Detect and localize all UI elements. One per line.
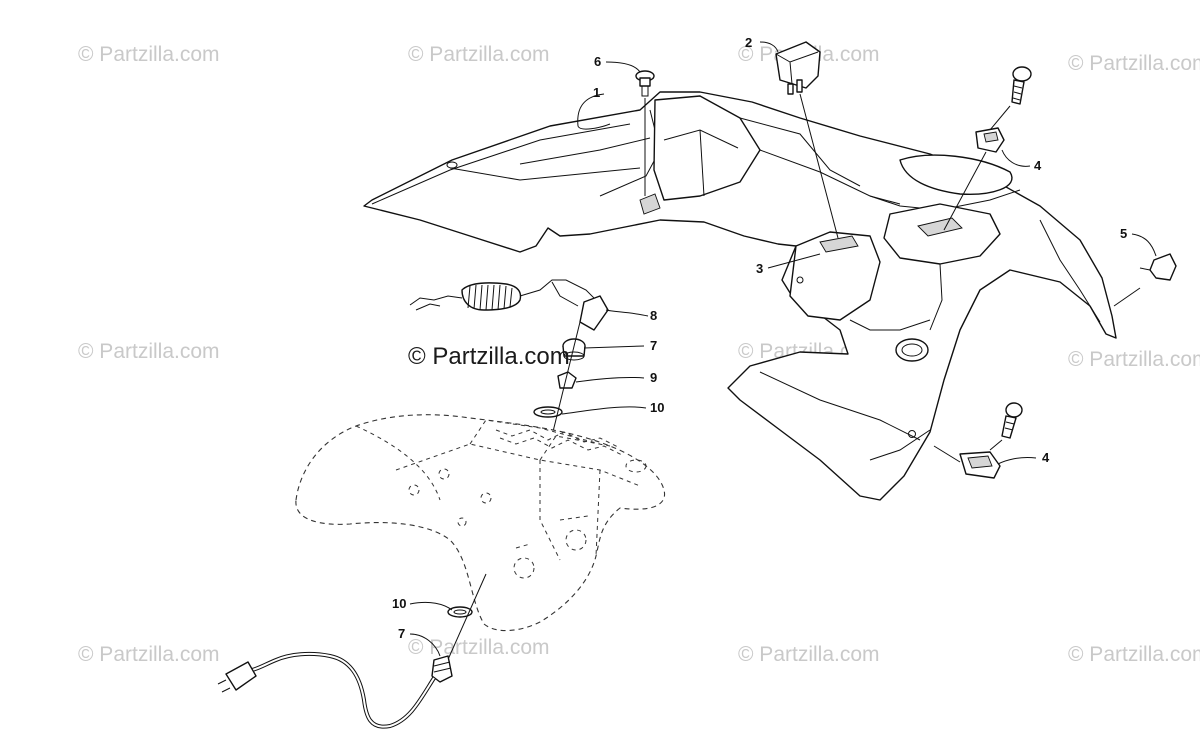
leader-10-upper <box>561 406 647 415</box>
leader-4-lower <box>997 457 1037 465</box>
wire-harness-part <box>217 651 436 729</box>
callout-1: 1 <box>593 85 600 100</box>
callout-7-upper: 7 <box>650 338 657 353</box>
watermark-5: © Partzilla.com <box>78 340 220 363</box>
watermark-9: © Partzilla.com <box>408 636 550 659</box>
callout-6: 6 <box>594 54 601 69</box>
clip-4-upper-part <box>943 127 1005 231</box>
clip-4-lower-part <box>933 445 1001 479</box>
callout-5: 5 <box>1120 226 1127 241</box>
watermark-10: © Partzilla.com <box>738 643 880 666</box>
watermark-main: © Partzilla.com <box>408 343 570 370</box>
washer-10-lower-part <box>447 606 473 618</box>
leader-lower-axis <box>445 573 487 665</box>
leader-7-lower <box>409 633 441 657</box>
callout-2: 2 <box>745 35 752 50</box>
watermark-11: © Partzilla.com <box>1068 643 1200 666</box>
watermark-8: © Partzilla.com <box>78 643 220 666</box>
leader-3 <box>767 253 821 269</box>
callout-9: 9 <box>650 370 657 385</box>
leader-2 <box>759 41 779 53</box>
screw-lower-part <box>989 402 1023 451</box>
tether-cord-part <box>409 279 609 331</box>
frame-phantom-part <box>295 414 666 632</box>
watermark-4: © Partzilla.com <box>1068 52 1200 75</box>
leader-6 <box>605 61 641 73</box>
switch-part <box>775 41 839 239</box>
tether-switch-lower-part <box>431 655 453 683</box>
leader-1 <box>577 93 611 130</box>
leader-5 <box>1131 233 1157 257</box>
rivet-5-part <box>1113 253 1177 307</box>
callout-10-lower: 10 <box>392 596 406 611</box>
leader-9 <box>575 376 645 383</box>
callout-4-lower: 4 <box>1042 450 1050 465</box>
leader-4-upper <box>1001 149 1031 167</box>
screw-6-part <box>635 70 655 196</box>
leader-7-upper <box>583 345 645 349</box>
nut-9-part <box>557 371 577 389</box>
callout-4-upper: 4 <box>1034 158 1042 173</box>
leader-10-lower <box>409 601 453 611</box>
watermark-7: © Partzilla.com <box>1068 348 1200 371</box>
washer-10-upper-part <box>533 406 563 418</box>
callout-8: 8 <box>650 308 657 323</box>
callout-10-upper: 10 <box>650 400 664 415</box>
callout-3: 3 <box>756 261 763 276</box>
callout-7-lower: 7 <box>398 626 405 641</box>
watermark-2: © Partzilla.com <box>408 43 550 66</box>
leader-8 <box>605 309 649 317</box>
watermark-1: © Partzilla.com <box>78 43 220 66</box>
dash-panel-part <box>363 91 1117 501</box>
screw-upper-part <box>989 66 1032 131</box>
